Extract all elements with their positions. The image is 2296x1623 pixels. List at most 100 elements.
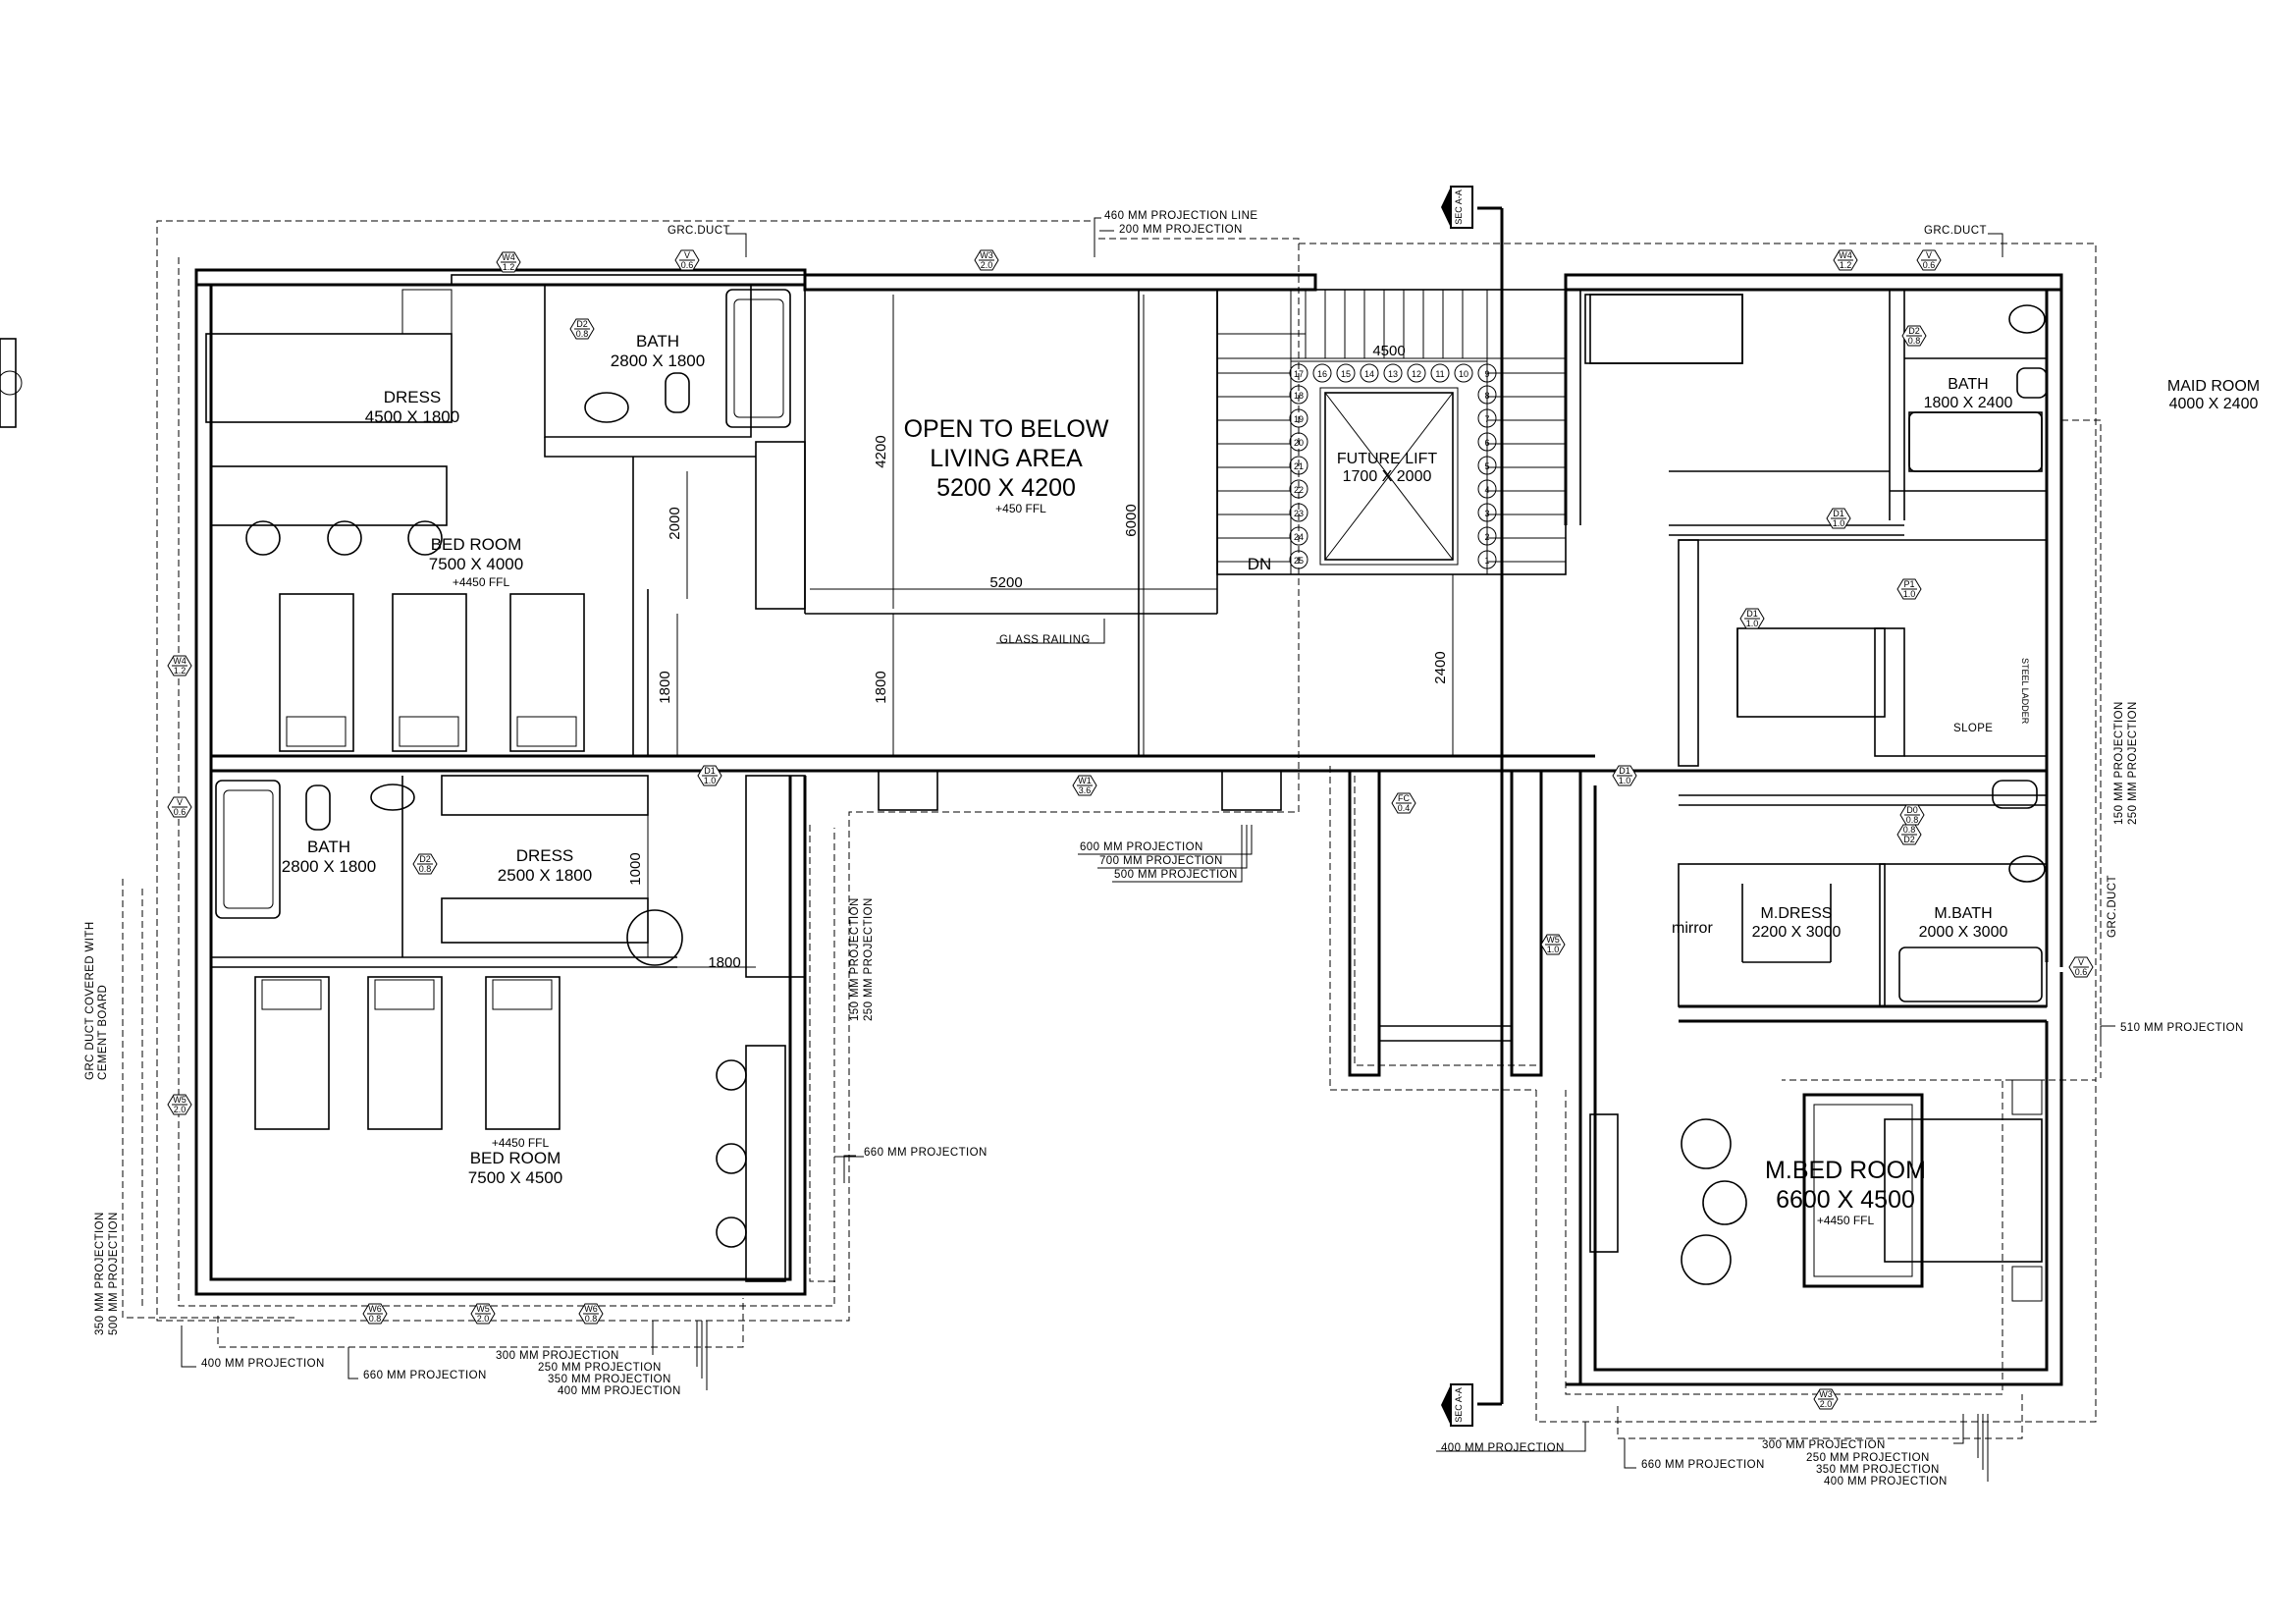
proj-250-mid: 250 MM PROJECTION — [863, 897, 875, 1021]
opening-tag-text: W4 — [502, 252, 515, 262]
dim-2000: 2000 — [667, 507, 683, 539]
leader-lines — [181, 217, 2115, 1482]
proj-300-bl: 300 MM PROJECTION — [496, 1350, 619, 1362]
opening-tag-text: 2.0 — [174, 1105, 187, 1114]
opening-tag-text: D2 — [1903, 835, 1915, 844]
proj-460: 460 MM PROJECTION LINE — [1104, 210, 1257, 222]
opening-tag-text: W6 — [368, 1304, 382, 1314]
stair-number-circle — [1407, 363, 1426, 383]
stair-number: 5 — [1484, 461, 1489, 471]
walls-left-wing — [194, 268, 807, 1296]
dim-4500: 4500 — [1372, 343, 1405, 359]
dress-top-name: DRESS — [384, 388, 442, 406]
opening-tag-text: 1.0 — [1619, 776, 1631, 785]
stair-number: 1 — [1484, 556, 1489, 566]
opening-tag-text: D2 — [1908, 326, 1920, 336]
opening-tag-text: V — [684, 250, 690, 260]
stair-number-circle — [1477, 479, 1497, 499]
grc-covered-2: CEMENT BOARD — [97, 985, 109, 1080]
proj-510-r: 510 MM PROJECTION — [2120, 1022, 2244, 1034]
stair-number-circle — [1312, 363, 1332, 383]
proj-700-mid: 700 MM PROJECTION — [1099, 855, 1223, 867]
dimension-lines — [647, 295, 1487, 968]
opening-tag-text: W6 — [584, 1304, 598, 1314]
proj-660-bl: 660 MM PROJECTION — [363, 1370, 487, 1381]
bedroom-bottom-level: +4450 FFL — [492, 1136, 550, 1150]
opening-tag-text: 1.0 — [1833, 518, 1845, 528]
section-marker-label: SEC A-A — [1454, 1387, 1464, 1423]
grc-covered-1: GRC DUCT COVERED WITH — [84, 921, 96, 1080]
m-dress-size: 2200 X 3000 — [1752, 924, 1842, 941]
stair-number-circle — [1477, 432, 1497, 452]
opening-tag-text: 1.0 — [1746, 619, 1759, 628]
opening-tag-text: 1.2 — [503, 262, 515, 272]
opening-tag-text: D1 — [1833, 509, 1844, 518]
stair-number: 4 — [1484, 485, 1489, 495]
m-bedroom-level: +4450 FFL — [1817, 1214, 1875, 1227]
dress-top-size: 4500 X 1800 — [365, 407, 459, 426]
dn-label: DN — [1248, 555, 1272, 573]
opening-tag-text: W5 — [173, 1095, 187, 1105]
proj-500-mid: 500 MM PROJECTION — [1114, 869, 1238, 881]
section-line — [1441, 186, 1504, 1427]
opening-tag-text: 0.8 — [1908, 336, 1921, 346]
stair-number-circle — [1336, 363, 1356, 383]
stair-number: 10 — [1459, 369, 1468, 379]
slope: SLOPE — [1953, 723, 1993, 734]
stair-number: 6 — [1484, 438, 1489, 448]
proj-350-bl: 350 MM PROJECTION — [548, 1374, 671, 1385]
stair-number-circle — [1477, 408, 1497, 428]
opening-tag-text: P1 — [1903, 579, 1914, 589]
m-bath-name: M.BATH — [1934, 905, 1992, 922]
stair-number: 15 — [1341, 369, 1351, 379]
stair-number-circle — [1289, 526, 1308, 546]
mirror-label: mirror — [1672, 920, 1713, 937]
opening-tag-text: 1.0 — [1547, 945, 1560, 954]
stair-number: 14 — [1364, 369, 1374, 379]
dim-2400: 2400 — [1432, 651, 1449, 683]
m-bedroom-size: 6600 X 4500 — [1776, 1186, 1915, 1214]
stair-number-circle — [1289, 550, 1308, 569]
stair-number: 2 — [1484, 532, 1489, 542]
opening-tag-text: 0.8 — [369, 1314, 382, 1324]
opening-tag-text: 0.8 — [419, 864, 432, 874]
proj-400-br2: 400 MM PROJECTION — [1824, 1476, 1948, 1488]
dim-1800-a: 1800 — [657, 671, 673, 703]
stair-number-circle — [1289, 432, 1308, 452]
opening-tag-text: D2 — [419, 854, 431, 864]
bedroom-top-level: +4450 FFL — [453, 575, 510, 589]
opening-tag-text: 0.6 — [681, 260, 694, 270]
stair-number: 25 — [1294, 556, 1304, 566]
stair-number: 24 — [1294, 532, 1304, 542]
room-labels: DRESS 4500 X 1800 BATH 2800 X 1800 BED R… — [282, 332, 2260, 1227]
maid-room-name: MAID ROOM — [2167, 378, 2260, 395]
opening-tag-text: W1 — [1078, 776, 1092, 785]
opening-tag-text: 1.0 — [704, 776, 717, 785]
glass-railing: GLASS RAILING — [999, 634, 1091, 646]
section-marker-label: SEC A-A — [1454, 189, 1464, 225]
proj-660-br: 660 MM PROJECTION — [1641, 1459, 1765, 1471]
m-dress-name: M.DRESS — [1761, 905, 1833, 922]
dim-1000: 1000 — [627, 852, 644, 885]
stair-number-circle — [1360, 363, 1379, 383]
bedroom-bottom-size: 7500 X 4500 — [468, 1168, 562, 1187]
proj-150-r: 150 MM PROJECTION — [2113, 701, 2125, 825]
projection-lines — [122, 220, 2102, 1439]
stair-number: 13 — [1388, 369, 1398, 379]
stair-number-circle — [1430, 363, 1450, 383]
stair-number-circle — [1477, 526, 1497, 546]
walls-right-wing — [1564, 273, 2063, 1386]
opening-tag-text: W3 — [1819, 1389, 1833, 1399]
dim-5200: 5200 — [989, 574, 1022, 591]
bedroom-bottom-name: BED ROOM — [470, 1149, 561, 1167]
stair-number-circle — [1289, 385, 1308, 405]
stair-treads — [1217, 290, 1566, 563]
bath-top-size: 2800 X 1800 — [611, 352, 705, 370]
proj-400-bl2: 400 MM PROJECTION — [558, 1385, 681, 1397]
opening-tag-text: 1.0 — [1903, 589, 1916, 599]
bath-left-size: 2800 X 1800 — [282, 857, 376, 876]
stair-number-circle — [1383, 363, 1403, 383]
m-bedroom-name: M.BED ROOM — [1765, 1157, 1926, 1184]
opening-tag-text: D2 — [576, 319, 588, 329]
stair-number: 21 — [1294, 461, 1304, 471]
